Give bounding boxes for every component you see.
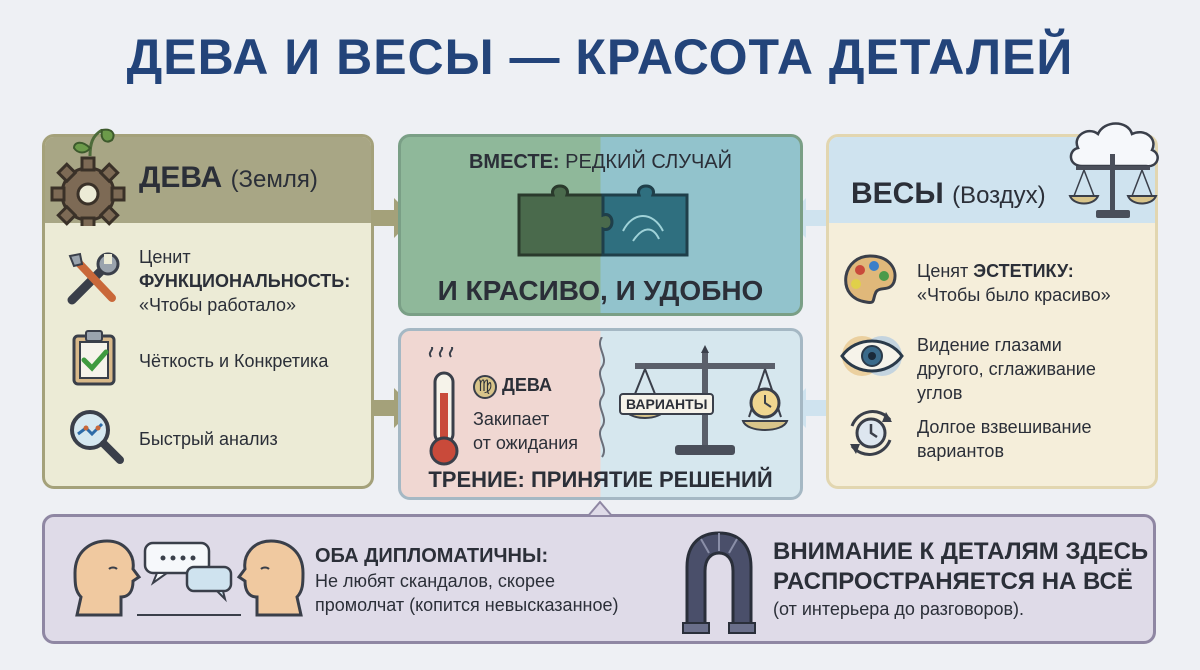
virgo-glyph-icon: ♍ bbox=[473, 375, 497, 399]
checklist-icon bbox=[72, 330, 116, 386]
scales-cloud-icon bbox=[1068, 122, 1159, 218]
libra-item-3-line2: вариантов bbox=[917, 441, 1005, 461]
gear-sprout-icon bbox=[50, 128, 126, 226]
diplomatic-block: ОБА ДИПЛОМАТИЧНЫ: Не любят скандалов, ск… bbox=[315, 543, 618, 617]
virgo-item-clarity: Чёткость и Конкретика bbox=[139, 351, 329, 371]
connector-notch bbox=[588, 500, 612, 516]
details-line: (от интерьера до разговоров). bbox=[773, 599, 1025, 619]
thermometer-icon bbox=[428, 347, 459, 466]
virgo-element: (Земля) bbox=[230, 166, 318, 193]
libra-name: ВЕСЫ bbox=[851, 177, 944, 210]
virgo-item-1-line3: «Чтобы работало» bbox=[139, 295, 297, 315]
magnifier-icon bbox=[70, 410, 124, 464]
libra-item-2-line1: Видение глазами bbox=[917, 335, 1062, 355]
wavy-divider bbox=[599, 337, 605, 458]
virgo-item-analysis: Быстрый анализ bbox=[139, 429, 278, 449]
libra-element: (Воздух) bbox=[952, 182, 1046, 209]
libra-item-1-line2: «Чтобы было красиво» bbox=[917, 285, 1111, 305]
libra-title: ВЕСЫ (Воздух) bbox=[851, 177, 1046, 211]
virgo-title: ДЕВА (Земля) bbox=[139, 161, 318, 195]
friction-virgo-text: Закипает от ожидания bbox=[473, 407, 578, 455]
together-label-rest: РЕДКИЙ СЛУЧАЙ bbox=[565, 151, 732, 173]
together-label-bold: ВМЕСТЕ: bbox=[468, 151, 560, 173]
details-block: ВНИМАНИЕ К ДЕТАЛЯМ ЗДЕСЬ РАСПРОСТРАНЯЕТС… bbox=[773, 537, 1148, 621]
friction-virgo-heading: ♍ ДЕВА bbox=[473, 375, 552, 399]
diplomatic-line1: Не любят скандалов, скорее bbox=[315, 571, 556, 591]
libra-item-3-line1: Долгое взвешивание bbox=[917, 417, 1092, 437]
page-title: ДЕВА И ВЕСЫ — КРАСОТА ДЕТАЛЕЙ bbox=[126, 29, 1074, 85]
together-label: ВМЕСТЕ: РЕДКИЙ СЛУЧАЙ bbox=[401, 151, 800, 174]
bottom-panel: ОБА ДИПЛОМАТИЧНЫ: Не любят скандалов, ск… bbox=[42, 514, 1156, 644]
virgo-item-1-line2: ФУНКЦИОНАЛЬНОСТЬ: bbox=[139, 271, 351, 291]
libra-item-1-bold: ЭСТЕТИКУ: bbox=[973, 261, 1074, 281]
friction-virgo-label: ДЕВА bbox=[502, 375, 552, 395]
libra-item-2-line3: углов bbox=[917, 383, 963, 403]
virgo-name: ДЕВА bbox=[139, 161, 223, 194]
scale-variants-label: ВАРИАНТЫ bbox=[619, 393, 715, 415]
eye-icon bbox=[840, 336, 904, 376]
diplomatic-line2: промолчат (копится невысказанное) bbox=[315, 595, 619, 615]
friction-virgo-line1: Закипает bbox=[473, 409, 550, 429]
libra-item-vision: Видение глазами другого, сглаживание угл… bbox=[917, 333, 1096, 405]
libra-item-aesthetics: Ценят ЭСТЕТИКУ: «Чтобы было красиво» bbox=[917, 259, 1111, 307]
palette-icon bbox=[844, 254, 897, 304]
diplomatic-title: ОБА ДИПЛОМАТИЧНЫ: bbox=[315, 545, 549, 567]
friction-footer: ТРЕНИЕ: ПРИНЯТИЕ РЕШЕНИЙ bbox=[428, 467, 773, 492]
libra-item-weighing: Долгое взвешивание вариантов bbox=[917, 415, 1092, 463]
together-main: И КРАСИВО, И УДОБНО bbox=[437, 275, 764, 306]
libra-item-1-line1: Ценят ЭСТЕТИКУ: bbox=[917, 259, 1111, 283]
together-panel: ВМЕСТЕ: РЕДКИЙ СЛУЧАЙ И КРАСИВО, И УДОБН… bbox=[398, 134, 803, 316]
virgo-item-functionality: Ценит ФУНКЦИОНАЛЬНОСТЬ: «Чтобы работало» bbox=[139, 245, 350, 317]
details-title-2: РАСПРОСТРАНЯЕТСЯ НА ВСЁ bbox=[773, 568, 1133, 595]
tools-icon bbox=[67, 252, 120, 305]
dialogue-heads-icon bbox=[73, 539, 305, 617]
virgo-item-1-line1: Ценит bbox=[139, 247, 191, 267]
libra-item-1-plain: Ценят bbox=[917, 261, 974, 281]
arch-icon bbox=[682, 531, 756, 634]
details-title-1: ВНИМАНИЕ К ДЕТАЛЯМ ЗДЕСЬ bbox=[773, 538, 1149, 565]
friction-virgo-line2: от ожидания bbox=[473, 433, 579, 453]
libra-item-2-line2: другого, сглаживание bbox=[917, 359, 1096, 379]
clock-cycle-icon bbox=[850, 410, 892, 456]
puzzle-icon bbox=[517, 184, 689, 257]
friction-panel: ♍ ДЕВА Закипает от ожидания ВАРИАНТЫ ТРЕ… bbox=[398, 328, 803, 500]
